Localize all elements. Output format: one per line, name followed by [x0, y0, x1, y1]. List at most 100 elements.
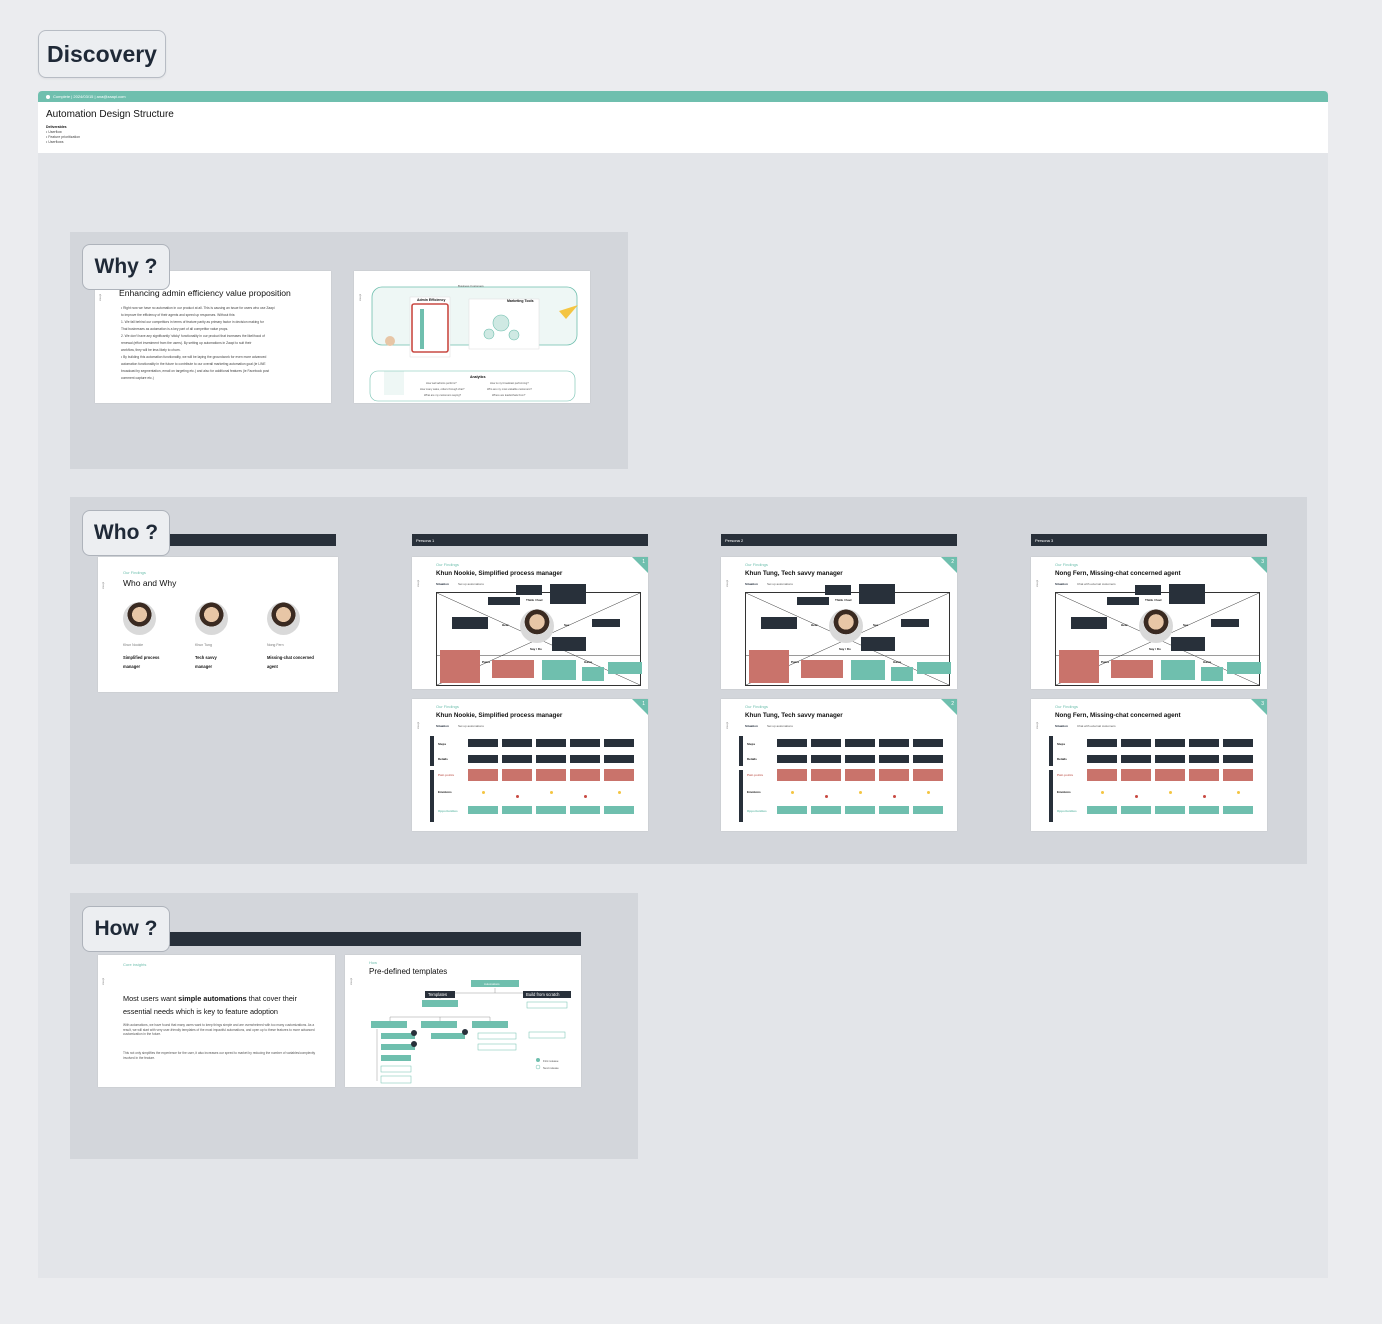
empathy-label-see: See	[1183, 623, 1189, 627]
sticky-note	[861, 637, 895, 651]
sticky-note	[1171, 637, 1205, 651]
emotion-dot	[927, 791, 930, 794]
journey-opportunity	[845, 806, 875, 814]
journey-opportunity	[1155, 806, 1185, 814]
persona-title: Nong Fern, Missing-chat concerned agent	[1055, 712, 1181, 719]
how-label[interactable]: How ?	[82, 906, 170, 952]
journey-pain	[536, 769, 566, 781]
persona-title: Khun Nookie, Simplified process manager	[436, 712, 563, 719]
journey-opportunity	[777, 806, 807, 814]
sticky-note	[542, 660, 576, 680]
journey-row-details: Details	[1057, 757, 1067, 761]
journey-detail	[1087, 755, 1117, 763]
slide-brand: zaapi	[725, 579, 729, 587]
journey-opportunity	[1121, 806, 1151, 814]
emotion-dot	[516, 795, 519, 798]
discovery-label[interactable]: Discovery	[38, 30, 166, 78]
sticky-note	[801, 660, 843, 678]
sticky-note	[825, 585, 851, 595]
board-title: Automation Design Structure	[46, 109, 174, 120]
emotion-dot	[1101, 791, 1104, 794]
emotion-dot	[550, 791, 553, 794]
sticky-note	[1169, 584, 1205, 604]
empathy-label-see: See	[873, 623, 879, 627]
journey-detail	[1121, 755, 1151, 763]
sticky-note	[859, 584, 895, 604]
persona-title: Khun Tung, Tech savvy manager	[745, 570, 843, 577]
journey-group-bar	[430, 736, 434, 766]
sticky-note	[1201, 667, 1223, 681]
journey-pain	[777, 769, 807, 781]
journey-opportunity	[1223, 806, 1253, 814]
avatar	[829, 609, 863, 643]
journey-row-pains: Pain points	[747, 773, 764, 777]
slide-eyebrow: Our Findings	[1055, 562, 1078, 567]
journey-row-details: Details	[438, 757, 448, 761]
journey-pain	[468, 769, 498, 781]
journey-detail	[570, 755, 600, 763]
persona-number: 2	[941, 699, 957, 715]
avatar	[123, 602, 156, 635]
journey-row-opps: Opportunities	[1057, 809, 1077, 813]
empathy-label-hear: Hear	[811, 623, 818, 627]
journey-step	[879, 739, 909, 747]
journey-opportunity	[604, 806, 634, 814]
empathy-label-think: Think / Feel	[526, 598, 543, 602]
avatar	[520, 609, 554, 643]
journey-row-pains: Pain points	[1057, 773, 1074, 777]
journey-detail	[604, 755, 634, 763]
situation-label: Situation	[1055, 582, 1068, 586]
who-label[interactable]: Who ?	[82, 510, 170, 556]
slide-brand: zaapi	[416, 721, 420, 729]
empathy-label-pains: Pains	[482, 660, 491, 664]
why-label[interactable]: Why ?	[82, 244, 170, 290]
journey-step	[604, 739, 634, 747]
emotion-dot	[859, 791, 862, 794]
avatar	[195, 602, 228, 635]
journey-group-bar	[739, 736, 743, 766]
emotion-dot	[1135, 795, 1138, 798]
slide-brand: zaapi	[416, 579, 420, 587]
slide-brand: zaapi	[725, 721, 729, 729]
how-templates-slide[interactable]: zaapi How Pre-defined templates	[345, 955, 581, 1087]
journey-step	[502, 739, 532, 747]
emotion-dot	[1237, 791, 1240, 794]
who-overview-slide[interactable]: zaapi Our Findings Who and Why Khun Nook…	[98, 557, 338, 692]
journey-row-steps: Steps	[1057, 742, 1066, 746]
why-slide-ecosystem[interactable]: zaapi Business Customers Admin Efficienc…	[354, 271, 590, 403]
ecosystem-diagram	[369, 286, 578, 402]
journey-step	[536, 739, 566, 747]
persona-number: 1	[632, 699, 648, 715]
empathy-label-say: Say / Do	[839, 647, 851, 651]
sticky-note	[440, 650, 480, 683]
sticky-note	[1071, 617, 1107, 629]
journey-detail	[777, 755, 807, 763]
emotion-dot	[584, 795, 587, 798]
journey-row-steps: Steps	[438, 742, 447, 746]
deliverable-item: • Feature prioritization	[46, 135, 81, 139]
slide-body: • Right now we have no automation in our…	[121, 306, 275, 380]
journey-pain	[604, 769, 634, 781]
journey-opportunity	[879, 806, 909, 814]
how-core-insights-slide[interactable]: zaapi Core insights Most users want simp…	[98, 955, 335, 1087]
journey-pain	[1121, 769, 1151, 781]
avatar	[1139, 609, 1173, 643]
empathy-label-gains: Gains	[1203, 660, 1212, 664]
sticky-note	[592, 619, 620, 627]
deliverables: Deliverables • Userflow • Feature priori…	[46, 125, 80, 145]
journey-pain	[811, 769, 841, 781]
why-slide-value-prop[interactable]: zaapi Enhancing admin efficiency value p…	[95, 271, 331, 403]
slide-eyebrow: Our Findings	[745, 562, 768, 567]
sticky-note	[608, 662, 642, 674]
journey-group-bar	[1049, 736, 1053, 766]
journey-row-details: Details	[747, 757, 757, 761]
slide-eyebrow: Our Findings	[745, 704, 768, 709]
persona-header-bar: Persona 3	[1031, 534, 1267, 546]
situation-value: Set up automations	[458, 724, 484, 728]
